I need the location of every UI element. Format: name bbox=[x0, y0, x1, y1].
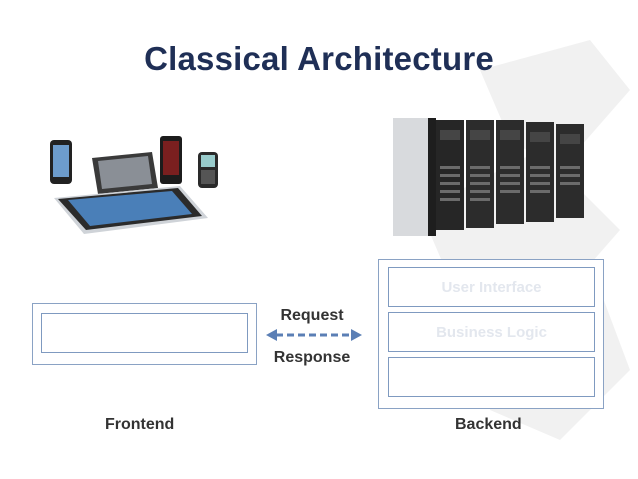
frontend-layer-box bbox=[41, 313, 248, 353]
blackberry-phone-icon bbox=[198, 152, 218, 188]
backend-label: Backend bbox=[455, 416, 522, 433]
page-title: Classical Architecture bbox=[144, 40, 494, 77]
smartphone-icon bbox=[50, 140, 72, 184]
request-label: Request bbox=[280, 307, 344, 324]
backend-layer-data bbox=[388, 357, 595, 397]
ebook-reader-icon bbox=[92, 152, 158, 194]
frontend-label: Frontend bbox=[105, 416, 175, 433]
backend-layer-user-interface: User Interface bbox=[388, 267, 595, 307]
mobile-devices-illustration bbox=[50, 136, 218, 234]
response-label: Response bbox=[273, 349, 351, 366]
tablet-icon bbox=[54, 186, 208, 234]
request-response-arrow bbox=[266, 329, 362, 341]
servers-illustration bbox=[393, 118, 584, 236]
server-rack-icon bbox=[393, 118, 584, 236]
android-phone-icon bbox=[160, 136, 182, 184]
backend-layer-business-logic: Business Logic bbox=[388, 312, 595, 352]
